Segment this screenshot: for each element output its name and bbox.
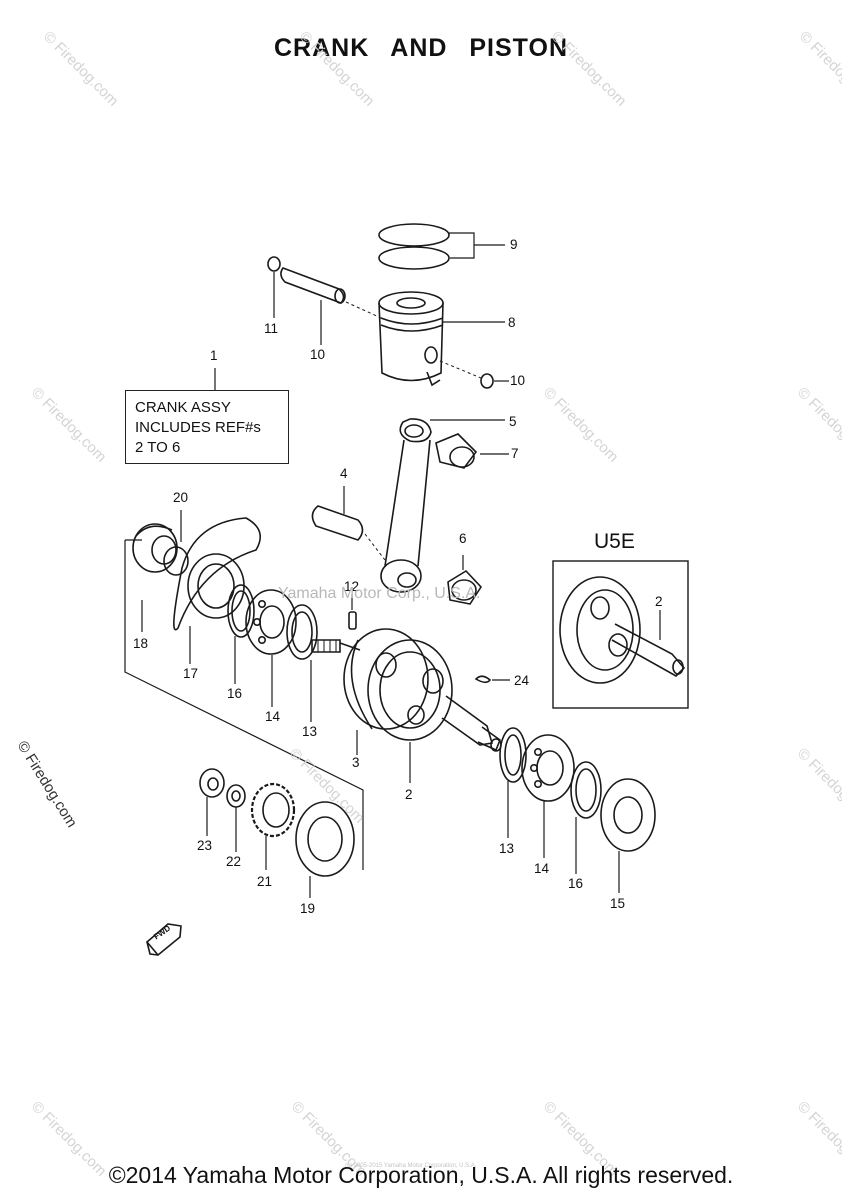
callout-number[interactable]: 14 xyxy=(265,709,281,724)
drive-gear-group xyxy=(124,539,364,898)
watermark-center: Yamaha Motor Corp., U.S.A. xyxy=(278,585,481,602)
crankshaft xyxy=(311,628,502,783)
fwd-direction-mark xyxy=(145,923,182,957)
callout-number[interactable]: 22 xyxy=(226,854,242,869)
diagram-title: CRANK AND PISTON xyxy=(273,34,568,62)
callout-number[interactable]: 4 xyxy=(340,466,348,481)
callout-number[interactable]: 14 xyxy=(534,861,550,876)
note-line: 2 TO 6 xyxy=(135,439,181,456)
callout-number[interactable]: 12 xyxy=(344,579,360,594)
callout-number[interactable]: 20 xyxy=(173,490,189,505)
callout-number[interactable]: 9 xyxy=(510,237,518,252)
connecting-rod xyxy=(380,418,509,593)
seal-and-cover xyxy=(132,510,262,664)
callout-number[interactable]: 21 xyxy=(257,874,273,889)
callout-number[interactable]: 11 xyxy=(264,321,279,336)
note-line: CRANK ASSY xyxy=(135,399,231,416)
callout-number[interactable]: 23 xyxy=(197,838,213,853)
callout-number[interactable]: 18 xyxy=(133,636,149,651)
callout-number[interactable]: 13 xyxy=(302,724,318,739)
crank-assy-note: CRANK ASSY INCLUDES REF#s 2 TO 6 xyxy=(125,390,289,464)
callout-number[interactable]: 10 xyxy=(510,373,526,388)
crank-pin xyxy=(311,486,483,605)
variant-label: U5E xyxy=(594,530,635,553)
callout-number[interactable]: 24 xyxy=(514,673,530,688)
copyright-footer: ©2014 Yamaha Motor Corporation, U.S.A. A… xyxy=(108,1162,734,1188)
callout-number[interactable]: 6 xyxy=(459,531,467,546)
left-bearing-set xyxy=(227,584,318,722)
woodruff-key xyxy=(474,675,510,684)
piston-rings xyxy=(378,223,505,270)
callout-number[interactable]: 2 xyxy=(405,787,413,802)
callout-number[interactable]: 15 xyxy=(610,896,626,911)
piston-pin xyxy=(267,256,509,389)
callout-number[interactable]: 19 xyxy=(300,901,316,916)
callout-number[interactable]: 16 xyxy=(568,876,584,891)
callout-number[interactable]: 5 xyxy=(509,414,517,429)
callout-number[interactable]: 2 xyxy=(655,594,663,609)
note-line: INCLUDES REF#s xyxy=(135,419,261,436)
dowel-pin xyxy=(348,594,357,630)
callout-number[interactable]: 17 xyxy=(183,666,199,681)
callout-number[interactable]: 13 xyxy=(499,841,515,856)
u5e-variant-box xyxy=(552,560,689,709)
right-bearing-set xyxy=(499,727,656,893)
callout-number[interactable]: 7 xyxy=(511,446,519,461)
watermark-small: (c) 2005-2015 Yamaha Motor Corporation, … xyxy=(345,1163,477,1169)
callout-number[interactable]: 16 xyxy=(227,686,243,701)
callout-number[interactable]: 8 xyxy=(508,315,516,330)
piston xyxy=(378,291,505,387)
callout-number[interactable]: 1 xyxy=(210,348,218,363)
callout-number[interactable]: 3 xyxy=(352,755,360,770)
callout-number[interactable]: 10 xyxy=(310,347,326,362)
